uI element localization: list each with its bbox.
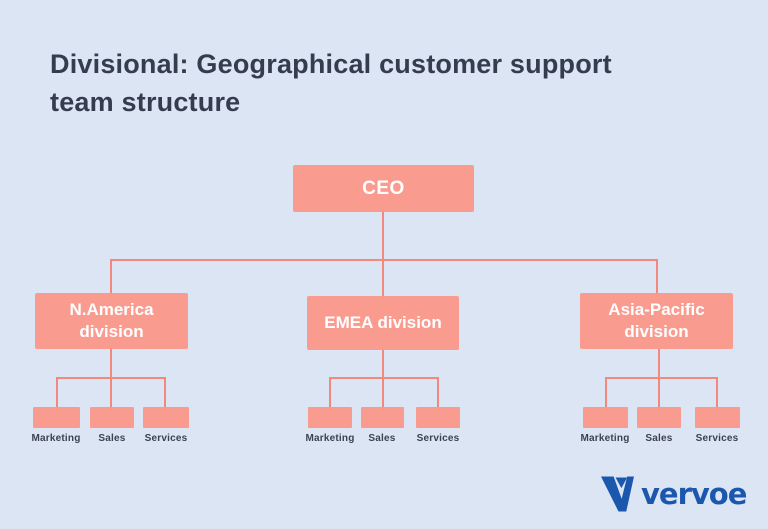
leaf-node-box xyxy=(695,407,740,428)
vervoe-logo-icon xyxy=(601,476,634,512)
vervoe-logo: vervoe xyxy=(601,474,747,514)
connector-line xyxy=(382,212,384,260)
connector-line xyxy=(382,350,384,378)
leaf-label: Services xyxy=(144,433,188,444)
connector-line xyxy=(658,349,660,378)
leaf-node-box xyxy=(361,407,404,428)
connector-line xyxy=(716,377,718,407)
leaf-label: Marketing xyxy=(305,433,355,444)
connector-line xyxy=(110,377,112,407)
node-ceo: CEO xyxy=(293,165,474,212)
connector-line xyxy=(110,259,658,261)
connector-line xyxy=(382,259,384,296)
leaf-label: Services xyxy=(695,433,739,444)
connector-line xyxy=(605,377,718,379)
connector-line xyxy=(605,377,607,407)
vervoe-logo-text: vervoe xyxy=(641,476,747,511)
leaf-label: Sales xyxy=(645,433,673,444)
leaf-node-box xyxy=(143,407,189,428)
leaf-label: Marketing xyxy=(580,433,630,444)
leaf-label: Sales xyxy=(98,433,126,444)
node-division-namerica: N.America division xyxy=(35,293,188,349)
leaf-node-box xyxy=(416,407,460,428)
node-division-asiapacific: Asia-Pacific division xyxy=(580,293,733,349)
connector-line xyxy=(382,377,384,407)
connector-line xyxy=(329,377,439,379)
leaf-node-box xyxy=(637,407,681,428)
connector-line xyxy=(56,377,58,407)
connector-line xyxy=(656,259,658,293)
connector-line xyxy=(110,259,112,293)
leaf-label: Sales xyxy=(368,433,396,444)
connector-line xyxy=(658,377,660,407)
connector-line xyxy=(437,377,439,407)
leaf-node-box xyxy=(33,407,80,428)
leaf-node-box xyxy=(583,407,628,428)
node-division-emea: EMEA division xyxy=(307,296,459,350)
leaf-node-box xyxy=(308,407,352,428)
page-title: Divisional: Geographical customer suppor… xyxy=(50,49,612,117)
connector-line xyxy=(164,377,166,407)
leaf-label: Marketing xyxy=(31,433,81,444)
connector-line xyxy=(110,349,112,378)
connector-line xyxy=(329,377,331,407)
leaf-label: Services xyxy=(416,433,460,444)
leaf-node-box xyxy=(90,407,134,428)
